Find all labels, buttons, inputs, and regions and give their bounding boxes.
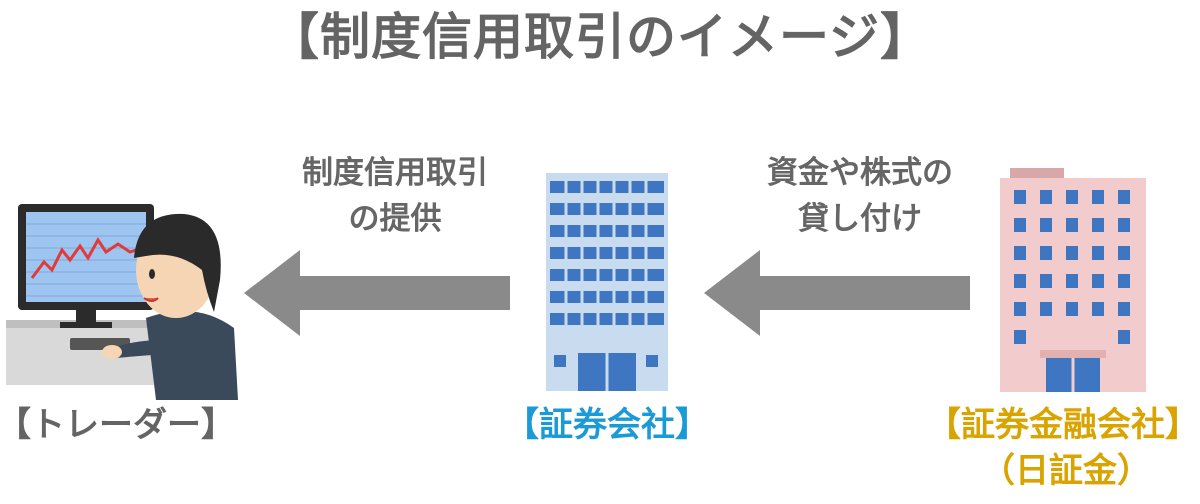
arrow-left-to-trader bbox=[244, 250, 512, 336]
flow-right-line1: 資金や株式の bbox=[730, 150, 990, 196]
finance-company-label: 【証券金融会社】 bbox=[926, 402, 1200, 448]
diagram-title: 【制度信用取引のイメージ】 bbox=[0, 2, 1200, 72]
trader-illustration bbox=[6, 200, 242, 400]
finance-company-sublabel: （日証金） bbox=[946, 448, 1186, 494]
securities-company-building-icon bbox=[546, 173, 668, 391]
trader-label: 【トレーダー】 bbox=[0, 402, 236, 448]
flow-left-line2: の提供 bbox=[270, 196, 520, 242]
flow-label-right: 資金や株式の 貸し付け bbox=[730, 150, 990, 242]
flow-label-left: 制度信用取引 の提供 bbox=[270, 150, 520, 242]
arrow-left-to-securities-company bbox=[704, 250, 972, 336]
flow-right-line2: 貸し付け bbox=[730, 196, 990, 242]
person-body bbox=[146, 311, 238, 400]
flow-left-line1: 制度信用取引 bbox=[270, 150, 520, 196]
securities-company-label: 【証券会社】 bbox=[500, 402, 714, 448]
finance-company-building-icon bbox=[1000, 168, 1146, 392]
